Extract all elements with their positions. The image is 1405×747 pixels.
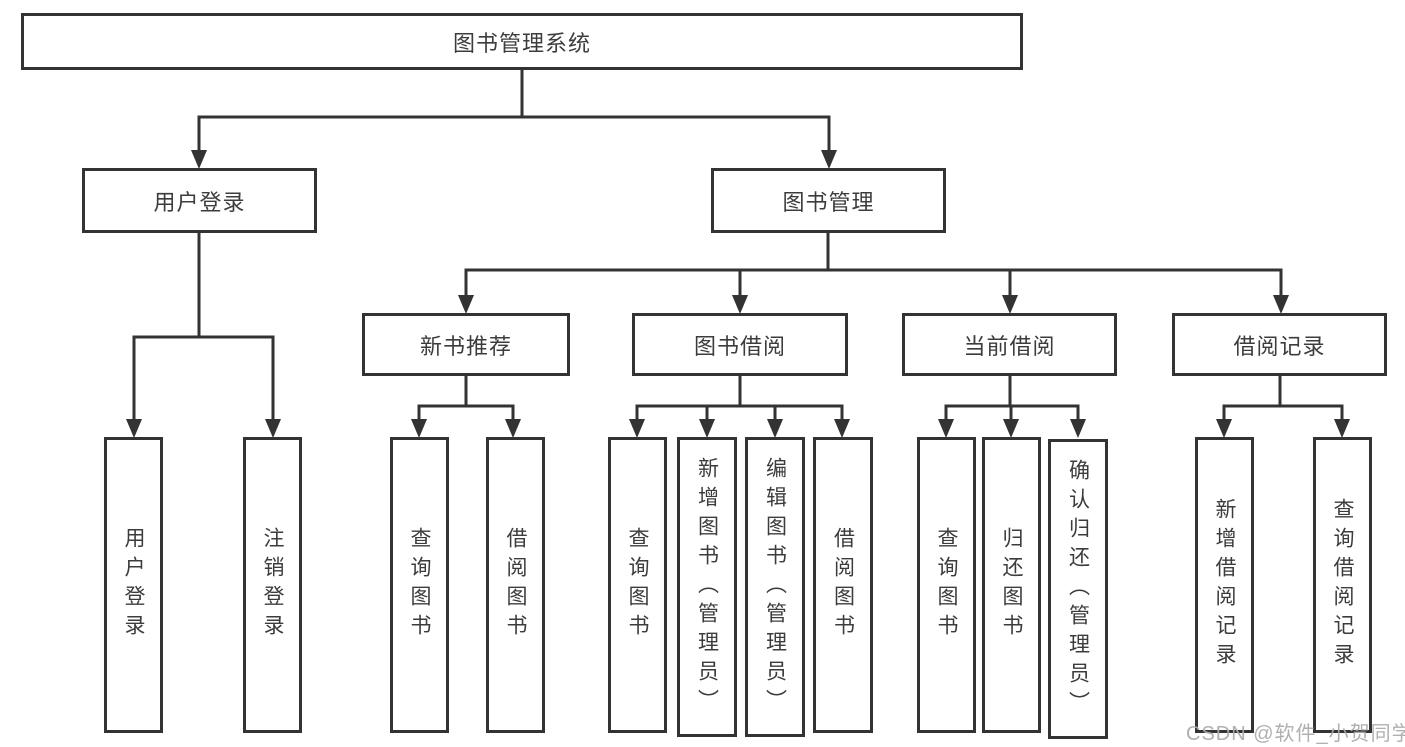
leaf-records-query: 查询借阅记录 (1313, 437, 1372, 733)
leaf-current-query: 查询图书 (917, 437, 976, 733)
leaf-borrow-query: 查询图书 (608, 437, 667, 733)
leaf-borrow-edit-admin-label: 编辑图书（管理员） (763, 456, 787, 718)
leaf-current-query-label: 查询图书 (935, 527, 958, 643)
leaf-records-add: 新增借阅记录 (1195, 437, 1254, 733)
node-root-label: 图书管理系统 (452, 30, 591, 56)
node-borrow-records: 借阅记录 (1172, 313, 1387, 376)
arrowheads (126, 150, 1350, 438)
node-book-borrow-label: 图书借阅 (693, 333, 786, 359)
leaf-borrow-borrow: 借阅图书 (813, 437, 873, 733)
leaf-borrow-add-admin-label: 新增图书（管理员） (695, 456, 719, 718)
leaf-records-add-label: 新增借阅记录 (1213, 498, 1236, 672)
node-borrow-records-label: 借阅记录 (1233, 333, 1326, 359)
node-book-borrow: 图书借阅 (632, 313, 848, 376)
leaf-borrow-query-label: 查询图书 (626, 527, 649, 643)
node-current-borrow: 当前借阅 (902, 313, 1117, 376)
node-book-manage-branch-label: 图书管理 (782, 189, 875, 215)
leaf-newbooks-borrow: 借阅图书 (486, 437, 545, 733)
leaf-current-return-label: 归还图书 (1000, 527, 1023, 643)
leaf-logout: 注销登录 (243, 437, 302, 733)
node-user-login-branch-label: 用户登录 (153, 189, 246, 215)
leaf-newbooks-query: 查询图书 (390, 437, 449, 733)
csdn-watermark: CSDN @软件_小贺同学 (1186, 723, 1405, 745)
leaf-current-return: 归还图书 (982, 437, 1041, 733)
leaf-logout-label: 注销登录 (261, 527, 284, 643)
leaf-borrow-add-admin: 新增图书（管理员） (677, 437, 737, 737)
node-new-books-label: 新书推荐 (419, 333, 512, 359)
leaf-newbooks-query-label: 查询图书 (408, 527, 431, 643)
leaf-user-login: 用户登录 (104, 437, 163, 733)
leaf-current-confirm-admin-label: 确认归还（管理员） (1066, 458, 1090, 720)
node-new-books: 新书推荐 (362, 313, 570, 376)
leaf-newbooks-borrow-label: 借阅图书 (504, 527, 527, 643)
leaf-current-confirm-admin: 确认归还（管理员） (1048, 439, 1108, 739)
leaf-borrow-borrow-label: 借阅图书 (831, 527, 855, 643)
leaf-records-query-label: 查询借阅记录 (1331, 498, 1354, 672)
node-root: 图书管理系统 (21, 13, 1023, 70)
node-book-manage-branch: 图书管理 (711, 168, 946, 233)
leaf-borrow-edit-admin: 编辑图书（管理员） (745, 437, 805, 737)
leaf-user-login-label: 用户登录 (122, 527, 145, 643)
node-user-login-branch: 用户登录 (82, 168, 317, 233)
node-current-borrow-label: 当前借阅 (963, 333, 1056, 359)
